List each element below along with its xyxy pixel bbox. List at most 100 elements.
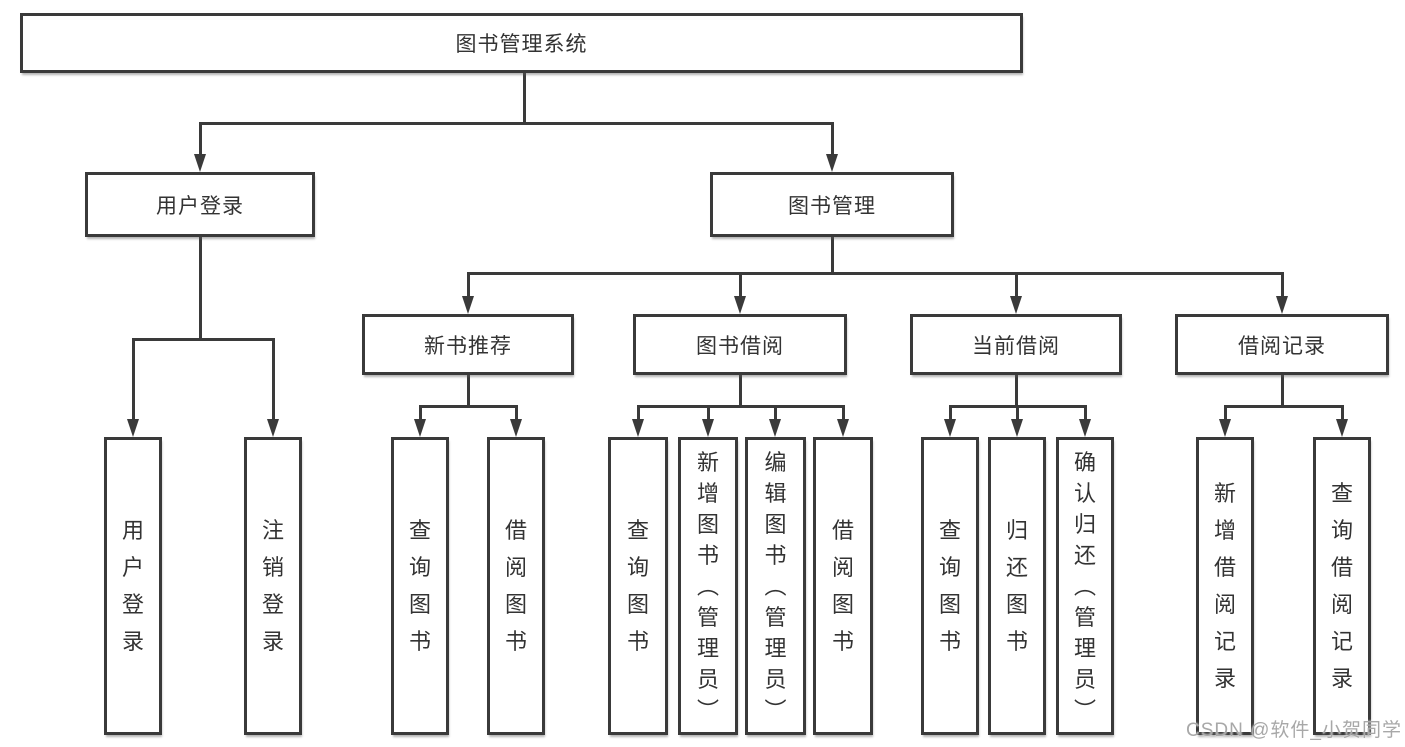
node-label-char: 还 xyxy=(1005,555,1028,580)
node-label: 用户登录 xyxy=(156,194,244,218)
node-label-char: 借 xyxy=(504,518,527,543)
connector-bar-new-book-rec xyxy=(418,405,518,408)
arrow-down-icon xyxy=(701,419,714,437)
node-label-char: 图 xyxy=(1005,592,1028,617)
node-label-char: 借 xyxy=(1330,555,1353,580)
node-label-char: 借 xyxy=(831,518,854,543)
connector-stem-user-login xyxy=(198,237,202,341)
node-label-char: 查 xyxy=(1330,481,1353,506)
node-label-char: 登 xyxy=(261,592,284,617)
node-book-borrow: 图书借阅 xyxy=(633,314,847,375)
node-label-char: 查 xyxy=(626,518,649,543)
connector-bar-book-borrow xyxy=(636,405,845,408)
node-label-char: 录 xyxy=(261,629,284,654)
arrow-down-icon xyxy=(461,296,474,314)
node-label: 借阅记录 xyxy=(1238,334,1326,358)
connector-drop-user-login xyxy=(131,338,135,423)
node-label-char: 书 xyxy=(938,629,961,654)
node-leaf-borrow-books-1: 借阅图书 xyxy=(487,437,545,735)
node-label-char: 理 xyxy=(1073,635,1096,661)
node-label-char: 询 xyxy=(1330,518,1353,543)
node-label-char: 阅 xyxy=(831,555,854,580)
node-label-char: 员 xyxy=(1073,666,1096,692)
arrow-down-icon xyxy=(193,154,206,172)
node-new-book-rec: 新书推荐 xyxy=(362,314,574,375)
node-label-char: 员 xyxy=(696,666,719,692)
connector-stem-book-borrow xyxy=(738,375,742,408)
arrow-down-icon xyxy=(768,419,781,437)
node-leaf-query-books-1: 查询图书 xyxy=(391,437,449,735)
connector-bar-user-login xyxy=(131,338,275,341)
arrow-down-icon xyxy=(825,154,838,172)
node-label-char: 增 xyxy=(1213,518,1236,543)
connector-stem-new-book-rec xyxy=(466,375,470,408)
arrow-down-icon xyxy=(509,419,522,437)
connector-drop-book-mgmt xyxy=(738,272,742,300)
connector-stem-current-borrow xyxy=(1014,375,1018,408)
connector-drop-root xyxy=(830,122,834,158)
node-label-char: 辑 xyxy=(764,480,787,506)
arrow-down-icon xyxy=(266,419,279,437)
node-label-char: 归 xyxy=(1005,518,1028,543)
node-leaf-confirm-return: 确认归还︵管理员︶ xyxy=(1056,437,1114,735)
node-label-char: 书 xyxy=(831,629,854,654)
node-leaf-edit-books: 编辑图书︵管理员︶ xyxy=(745,437,806,735)
node-label-char: 询 xyxy=(938,555,961,580)
node-label-char: 书 xyxy=(626,629,649,654)
node-label-char: 销 xyxy=(261,555,284,580)
node-label-char: 新 xyxy=(1213,481,1236,506)
node-label-char: 新 xyxy=(696,449,719,475)
node-label-char: 阅 xyxy=(1213,592,1236,617)
node-label-char: 管 xyxy=(764,604,787,630)
node-label-char: 管 xyxy=(696,604,719,630)
watermark: CSDN @软件_小贺同学 xyxy=(1186,720,1402,741)
connector-drop-book-mgmt xyxy=(466,272,470,300)
arrow-down-icon xyxy=(733,296,746,314)
connector-bar-book-mgmt xyxy=(466,272,1284,275)
arrow-down-icon xyxy=(126,419,139,437)
connector-drop-new-book-rec xyxy=(514,405,518,423)
node-leaf-add-borrow-record: 新增借阅记录 xyxy=(1196,437,1254,735)
node-leaf-borrow-books-2: 借阅图书 xyxy=(813,437,873,735)
node-label-char: 登 xyxy=(121,592,144,617)
node-user-login: 用户登录 xyxy=(85,172,315,237)
connector-bar-borrow-records xyxy=(1223,405,1344,408)
node-label: 图书管理 xyxy=(788,194,876,218)
connector-drop-book-borrow xyxy=(636,405,640,423)
node-label: 图书管理系统 xyxy=(455,33,588,56)
node-label-char: 图 xyxy=(408,592,431,617)
node-leaf-return-books: 归还图书 xyxy=(988,437,1046,735)
node-label-char: 用 xyxy=(121,518,144,543)
node-label-char: 理 xyxy=(764,635,787,661)
connector-drop-book-borrow xyxy=(841,405,845,423)
arrow-down-icon xyxy=(1275,296,1288,314)
node-label-char: 录 xyxy=(1330,666,1353,691)
connector-stem-root xyxy=(522,73,526,125)
arrow-down-icon xyxy=(413,419,426,437)
node-label-char: 借 xyxy=(1213,555,1236,580)
node-label-char: 阅 xyxy=(1330,592,1353,617)
arrow-down-icon xyxy=(1335,419,1348,437)
node-current-borrow: 当前借阅 xyxy=(910,314,1122,375)
node-borrow-records: 借阅记录 xyxy=(1175,314,1389,375)
node-label-char: 书 xyxy=(696,542,719,568)
connector-drop-book-mgmt xyxy=(1280,272,1284,300)
node-label-char: ︵ xyxy=(1073,573,1096,599)
arrow-down-icon xyxy=(1078,419,1091,437)
node-label-char: 归 xyxy=(1073,511,1096,537)
node-label-char: ︶ xyxy=(1073,697,1096,723)
arrow-down-icon xyxy=(1010,419,1023,437)
connector-drop-borrow-records xyxy=(1223,405,1227,423)
node-book-mgmt: 图书管理 xyxy=(710,172,954,237)
arrow-down-icon xyxy=(836,419,849,437)
node-label-char: 图 xyxy=(938,592,961,617)
node-label-char: 阅 xyxy=(504,555,527,580)
node-label-char: 还 xyxy=(1073,542,1096,568)
node-label-char: 确 xyxy=(1073,449,1096,475)
arrow-down-icon xyxy=(1009,296,1022,314)
node-label-char: 录 xyxy=(121,629,144,654)
node-leaf-query-books-3: 查询图书 xyxy=(921,437,979,735)
node-label-char: 图 xyxy=(831,592,854,617)
node-label: 当前借阅 xyxy=(972,334,1060,358)
node-label-char: 图 xyxy=(696,511,719,537)
